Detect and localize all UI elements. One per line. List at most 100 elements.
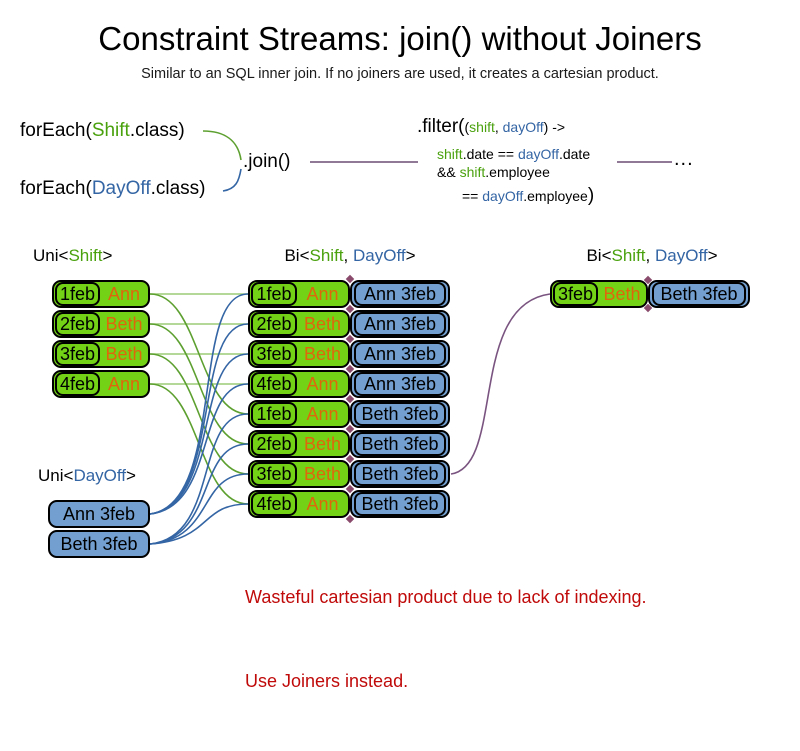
dayoff-cell: Beth 3feb bbox=[354, 462, 446, 486]
table-row: 4feb Ann bbox=[52, 370, 150, 398]
code-join: .join() bbox=[243, 151, 291, 172]
code-text: forEach( bbox=[20, 120, 92, 141]
shift-employee-cell: Beth bbox=[303, 343, 342, 364]
shift-wire bbox=[149, 323, 249, 445]
shift-wire bbox=[149, 353, 249, 475]
code-text: .class) bbox=[129, 120, 185, 141]
shift-ref-token: shift bbox=[437, 146, 463, 162]
dayoff-cell: Beth 3feb bbox=[354, 432, 446, 456]
dayoff-wire bbox=[149, 443, 249, 545]
code-text: .date == bbox=[462, 146, 518, 162]
connector-lines bbox=[149, 130, 672, 545]
dayoff-cell: Beth 3feb bbox=[652, 282, 746, 306]
header-uni-dayoff: Uni<DayOff> bbox=[38, 466, 136, 486]
table-row: 1feb Ann Ann 3feb bbox=[248, 280, 450, 308]
dayoff-cell: Ann 3feb bbox=[354, 372, 446, 396]
code-text: .class) bbox=[150, 178, 206, 199]
table-row: 4feb Ann Beth 3feb bbox=[248, 490, 450, 518]
shift-wire bbox=[149, 293, 249, 415]
dayoff-ref-token: dayOff bbox=[482, 188, 524, 204]
dayoff-class-token: DayOff bbox=[91, 178, 151, 199]
dayoff-cell: Beth 3feb bbox=[354, 492, 446, 516]
dayoff-type-token: DayOff bbox=[353, 246, 406, 265]
dayoff-cell: Ann 3feb bbox=[48, 500, 150, 528]
dayoff-cell: Ann 3feb bbox=[354, 282, 446, 306]
dayoff-ref-token: dayOff bbox=[517, 146, 559, 162]
header-text: > bbox=[126, 466, 136, 485]
code-text: == bbox=[462, 188, 483, 204]
code-text: && bbox=[437, 164, 460, 180]
shift-type-token: Shift bbox=[68, 246, 103, 265]
shift-date-cell: 3feb bbox=[251, 342, 297, 366]
dayoff-wire bbox=[149, 413, 249, 545]
shift-employee-cell: Beth bbox=[303, 463, 342, 484]
table-row: 4feb Ann Ann 3feb bbox=[248, 370, 450, 398]
shift-arg-token: shift bbox=[469, 119, 495, 135]
shift-employee-cell: Ann bbox=[107, 283, 141, 304]
header-text: , bbox=[645, 246, 655, 265]
code-text: .date bbox=[558, 146, 591, 162]
header-text: Uni< bbox=[33, 246, 69, 265]
code-text: ( bbox=[464, 119, 470, 135]
shift-date-cell: 1feb bbox=[55, 282, 100, 306]
ellipsis-label: ... bbox=[674, 148, 694, 170]
code-filter-line1: .filter((shift, dayOff) -> bbox=[417, 116, 565, 138]
warning-note: Wasteful cartesian product due to lack o… bbox=[245, 527, 647, 751]
shift-date-cell: 3feb bbox=[55, 342, 100, 366]
shift-date-cell: 4feb bbox=[55, 372, 100, 396]
shift-date-cell: 1feb bbox=[251, 282, 297, 306]
table-row: 1feb Ann bbox=[52, 280, 150, 308]
shift-date-cell: 2feb bbox=[251, 312, 297, 336]
shift-employee-cell: Beth bbox=[303, 433, 342, 454]
shift-employee-cell: Ann bbox=[306, 373, 339, 394]
shift-date-cell: 2feb bbox=[55, 312, 100, 336]
code-text: , bbox=[494, 119, 503, 135]
shift-date-cell: 4feb bbox=[251, 492, 297, 516]
table-row: 2feb Beth Beth 3feb bbox=[248, 430, 450, 458]
dayoff-arg-token: dayOff bbox=[502, 119, 544, 135]
code-text: ) -> bbox=[543, 119, 566, 135]
match-wire bbox=[450, 293, 551, 475]
header-text: , bbox=[343, 246, 353, 265]
header-bi-right: Bi<Shift, DayOff> bbox=[550, 246, 754, 266]
warning-line: Use Joiners instead. bbox=[245, 671, 409, 691]
dayoff-cell: Ann 3feb bbox=[354, 342, 446, 366]
dayoff-type-token: DayOff bbox=[73, 466, 127, 485]
code-foreach-dayoff: forEach(DayOff.class) bbox=[20, 178, 206, 200]
shift-employee-cell: Ann bbox=[306, 283, 339, 304]
header-uni-shift: Uni<Shift> bbox=[33, 246, 112, 266]
header-text: > bbox=[102, 246, 113, 265]
header-text: > bbox=[707, 246, 718, 265]
shift-class-token: Shift bbox=[91, 120, 130, 141]
shift-date-cell: 4feb bbox=[251, 372, 297, 396]
shift-employee-cell: Ann bbox=[306, 403, 339, 424]
shift-date-cell: 2feb bbox=[251, 432, 297, 456]
shift-ref-token: shift bbox=[459, 164, 486, 180]
code-foreach-shift: forEach(Shift.class) bbox=[20, 120, 185, 142]
dayoff-wire bbox=[149, 353, 249, 515]
shift-type-token: Shift bbox=[611, 246, 646, 265]
dayoff-wire bbox=[149, 383, 249, 515]
header-text: Uni< bbox=[38, 466, 74, 485]
uni-dayoff-table: Ann 3feb Beth 3feb bbox=[48, 500, 150, 560]
dayoff-wire bbox=[149, 503, 249, 545]
header-text: Bi< bbox=[586, 246, 612, 265]
code-text: .employee bbox=[523, 188, 588, 204]
code-filter-line4: == dayOff.employee) bbox=[462, 185, 594, 207]
shift-employee-cell: Beth bbox=[105, 313, 143, 334]
dayoff-wire bbox=[149, 323, 249, 515]
filter-fn-token: .filter( bbox=[417, 116, 465, 137]
shift-employee-cell: Ann bbox=[306, 493, 339, 514]
page-title: Constraint Streams: join() without Joine… bbox=[98, 20, 702, 57]
shift-employee-cell: Ann bbox=[107, 373, 141, 394]
shift-employee-cell: Beth bbox=[105, 343, 143, 364]
table-row: 3feb Beth Ann 3feb bbox=[248, 340, 450, 368]
header-bi-mid: Bi<Shift, DayOff> bbox=[248, 246, 452, 266]
code-text: forEach( bbox=[20, 178, 92, 199]
